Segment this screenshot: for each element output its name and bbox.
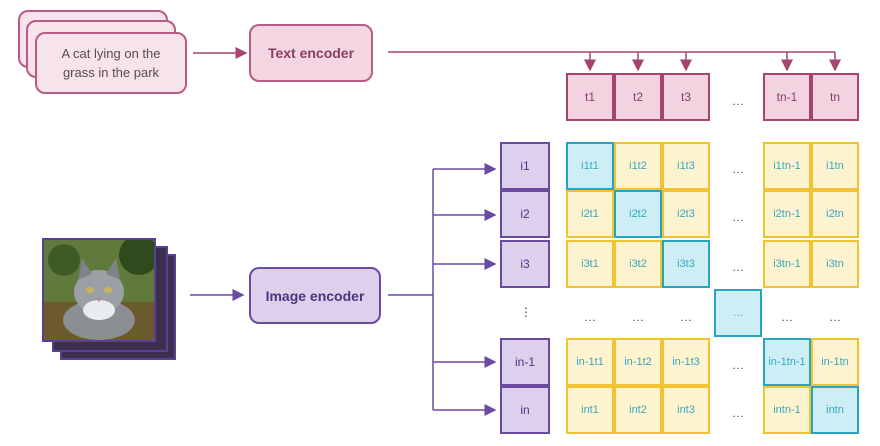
matrix-ellipsis-row-5: …	[781, 310, 793, 324]
matrix-cell-1-n: i1tn	[811, 142, 859, 190]
matrix-cell-2-2: i2t2	[614, 190, 662, 238]
matrix-ellipsis-row-6: …	[829, 310, 841, 324]
matrix-cell-n-minus-1-n-minus-1: in-1tn-1	[763, 338, 811, 386]
matrix-cell-1-3: i1t3	[662, 142, 710, 190]
matrix-cell-2-n-minus-1: i2tn-1	[763, 190, 811, 238]
image-encoder-label: Image encoder	[265, 287, 365, 304]
matrix-cell-3-3: i3t3	[662, 240, 710, 288]
image-token-n-minus-1: in-1	[500, 338, 550, 386]
matrix-ellipsis-n: …	[732, 406, 744, 420]
matrix-cell-n-minus-1-2: in-1t2	[614, 338, 662, 386]
text-encoder: Text encoder	[249, 24, 373, 82]
matrix-ellipsis-row-1: …	[584, 310, 596, 324]
matrix-cell-n-1: int1	[566, 386, 614, 434]
matrix-ellipsis-row-2: …	[632, 310, 644, 324]
matrix-cell-2-1: i2t1	[566, 190, 614, 238]
matrix-cell-1-2: i1t2	[614, 142, 662, 190]
text-token-3: t3	[662, 73, 710, 121]
text-token-2: t2	[614, 73, 662, 121]
cat-image	[44, 240, 154, 340]
caption-card: A cat lying on the grass in the park	[35, 32, 187, 94]
matrix-cell-3-n-minus-1: i3tn-1	[763, 240, 811, 288]
matrix-cell-n-3: int3	[662, 386, 710, 434]
text-encoder-label: Text encoder	[267, 45, 355, 61]
matrix-cell-n-2: int2	[614, 386, 662, 434]
image-token-1: i1	[500, 142, 550, 190]
matrix-ellipsis-3: …	[732, 260, 744, 274]
image-token-2: i2	[500, 190, 550, 238]
matrix-cell-2-3: i2t3	[662, 190, 710, 238]
matrix-cell-2-n: i2tn	[811, 190, 859, 238]
matrix-cell-n-minus-1-1: in-1t1	[566, 338, 614, 386]
matrix-cell-n-n-minus-1: intn-1	[763, 386, 811, 434]
text-token-n-minus-1: tn-1	[763, 73, 811, 121]
matrix-cell-n-minus-1-3: in-1t3	[662, 338, 710, 386]
image-encoder: Image encoder	[249, 267, 381, 324]
matrix-cell-3-2: i3t2	[614, 240, 662, 288]
matrix-cell-3-n: i3tn	[811, 240, 859, 288]
caption-text: A cat lying on the grass in the park	[61, 46, 161, 80]
matrix-cell-n-n: intn	[811, 386, 859, 434]
image-token-ellipsis: ⋮	[520, 305, 532, 319]
matrix-ellipsis-row-3: …	[680, 310, 692, 324]
image-branch-arrows	[190, 163, 497, 416]
text-token-ellipsis: …	[732, 94, 744, 108]
image-token-3: i3	[500, 240, 550, 288]
cat-photo	[42, 238, 156, 342]
text-branch-arrows	[193, 47, 841, 72]
text-token-n: tn	[811, 73, 859, 121]
matrix-cell-middle-diagonal: …	[714, 289, 762, 337]
matrix-ellipsis-2: …	[732, 210, 744, 224]
matrix-cell-1-n-minus-1: i1tn-1	[763, 142, 811, 190]
matrix-ellipsis-n-minus-1: …	[732, 358, 744, 372]
matrix-cell-1-1: i1t1	[566, 142, 614, 190]
text-token-1: t1	[566, 73, 614, 121]
matrix-cell-n-minus-1-n: in-1tn	[811, 338, 859, 386]
matrix-cell-3-1: i3t1	[566, 240, 614, 288]
matrix-ellipsis-1: …	[732, 162, 744, 176]
image-token-n: in	[500, 386, 550, 434]
